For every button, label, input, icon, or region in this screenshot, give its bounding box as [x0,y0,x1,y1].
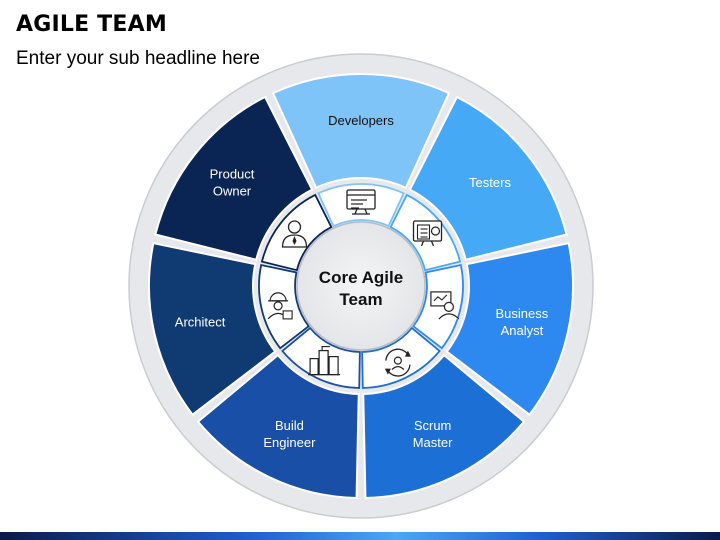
segments-layer [148,73,574,499]
segment-label-developers: Developers [328,113,394,128]
center-hub [296,221,426,351]
footer-accent-bar [0,532,720,540]
page-subtitle: Enter your sub headline here [16,48,260,69]
segment-label-product-owner-line2: Owner [213,184,252,199]
segment-testers [408,95,568,261]
businessman-icon [281,220,308,248]
segment-label-scrum-master-line2: Master [413,435,453,450]
icon-cell-architect [258,263,310,350]
segment-label-scrum-master-line1: Scrum [414,418,452,433]
segment-label-architect: Architect [175,315,226,330]
analyst-presenter-icon [430,291,460,320]
segment-label-product-owner-line1: Product [210,167,255,182]
segment-scrum-master [362,353,526,499]
center-label-line1: Core Agile [319,268,403,287]
page-title: AGILE TEAM [16,12,167,37]
test-checklist-icon [412,220,443,247]
icon-cell-business-analyst [412,263,464,350]
city-build-icon [308,346,341,376]
segment-label-testers: Testers [469,175,511,190]
segment-label-business-analyst-line1: Business [496,306,549,321]
segment-product-owner [154,95,314,261]
architect-helmet-icon [267,292,293,320]
segment-label-business-analyst-line2: Analyst [501,323,544,338]
segment-label-build-engineer-line1: Build [275,418,304,433]
inner-ring-layer [258,183,464,389]
center-label-line2: Team [339,290,382,309]
icons-layer [267,189,460,377]
segment-business-analyst [445,241,574,417]
code-window-icon [346,189,376,215]
segment-developers [271,73,451,190]
cycle-person-icon [384,348,411,377]
labels-layer: DevelopersTestersBusinessAnalystScrumMas… [175,113,549,450]
segment-architect [148,241,277,417]
segment-build-engineer [196,353,360,499]
segment-label-build-engineer-line2: Engineer [263,435,316,450]
